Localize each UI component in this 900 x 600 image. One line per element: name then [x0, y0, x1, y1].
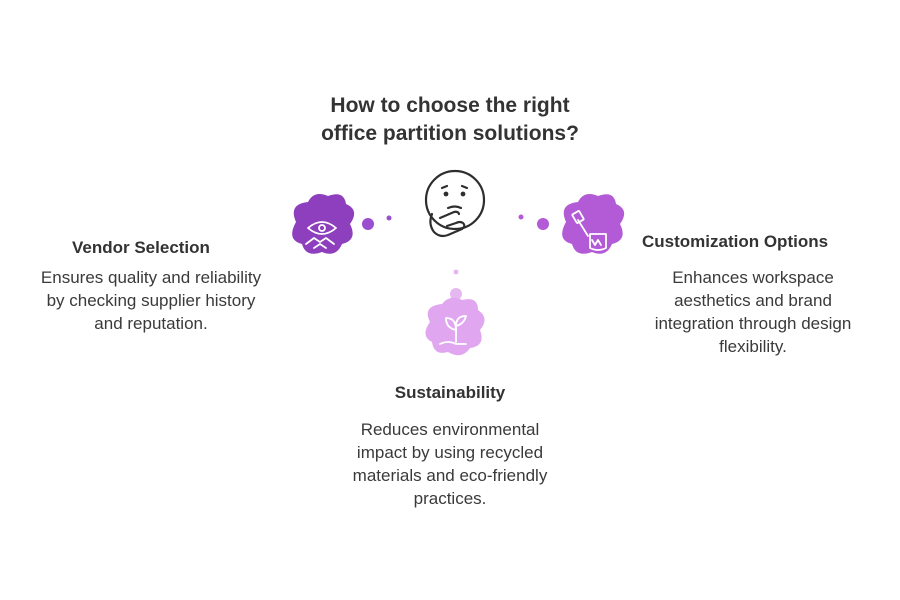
connector-dot: [362, 218, 374, 230]
sus-desc-line: impact by using recycled: [356, 443, 544, 462]
vendor-desc-line: Ensures quality and reliability: [40, 268, 262, 287]
vendor-selection-description: Ensures quality and reliability by check…: [22, 266, 280, 335]
sus-desc-line: Reduces environmental: [360, 420, 540, 439]
eye-handshake-icon: [305, 221, 337, 249]
connector-dot: [450, 288, 462, 300]
custom-desc-line: aesthetics and brand: [674, 291, 832, 310]
connector-dot: [386, 215, 392, 221]
vendor-selection-title: Vendor Selection: [72, 238, 210, 257]
connector-dot: [518, 214, 524, 220]
custom-desc-line: flexibility.: [719, 337, 787, 356]
vendor-desc-line: and reputation.: [94, 314, 208, 333]
title-line-2: office partition solutions?: [321, 122, 579, 145]
sus-desc-line: practices.: [413, 489, 487, 508]
connector-dot: [453, 269, 459, 275]
thinking-face-icon: [424, 169, 486, 238]
paintbrush-bucket-icon: [571, 210, 607, 251]
vendor-desc-line: by checking supplier history: [46, 291, 256, 310]
sustainability-title: Sustainability: [394, 383, 506, 402]
sus-desc-line: materials and eco-friendly: [352, 466, 548, 485]
customization-node-icon: [562, 194, 625, 254]
custom-desc-line: Enhances workspace: [672, 268, 834, 287]
sustainability-node-icon: [425, 297, 485, 356]
diagram-title: How to choose the right office partition…: [270, 92, 630, 148]
customization-options-title: Customization Options: [642, 232, 829, 251]
sprout-hand-icon: [439, 315, 467, 345]
vendor-node-icon: [292, 194, 355, 254]
sustainability-description: Reduces environmental impact by using re…: [330, 418, 570, 510]
customization-options-description: Enhances workspace aesthetics and brand …: [630, 266, 876, 358]
title-line-1: How to choose the right: [330, 94, 570, 117]
custom-desc-line: integration through design: [654, 314, 852, 333]
connector-dot: [537, 218, 549, 230]
